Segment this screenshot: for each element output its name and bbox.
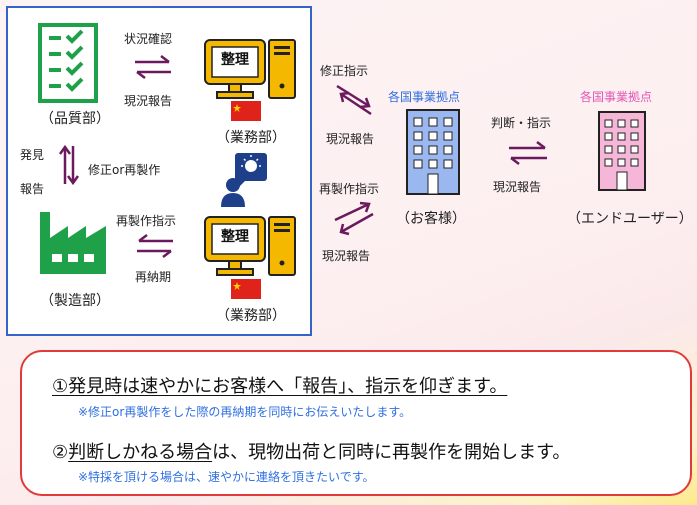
- office-building-icon: [598, 111, 646, 191]
- factory-icon: [40, 212, 106, 274]
- checklist-icon: [38, 23, 98, 103]
- office-building-icon: [406, 109, 460, 195]
- discovery-label: 発見: [20, 148, 45, 162]
- notice-line-2: ②判断しかねる場合は、現物出荷と同時に再製作を開始します。: [52, 438, 570, 464]
- notice-note-2: ※特採を頂ける場合は、速やかに連絡を頂きたいです。: [78, 470, 375, 484]
- judgement-label: 判断・指示: [491, 116, 552, 130]
- monitor-icon: [204, 216, 296, 276]
- quality-dept-label: （品質部）: [40, 111, 110, 127]
- screen-text-top: 整理: [221, 52, 249, 68]
- exchange-arrows-icon: [135, 55, 171, 79]
- remake-instruction-label: 再製作指示: [116, 214, 177, 228]
- fix-instruction-label: 修正指示: [320, 64, 369, 78]
- report-label: 報告: [20, 182, 45, 196]
- exchange-arrows-icon: [59, 144, 79, 186]
- exchange-arrows-icon: [137, 234, 173, 258]
- fix-or-remake-label: 修正or再製作: [88, 163, 161, 177]
- end-user-label: （エンドユーザー）: [567, 211, 693, 227]
- notice-line-1: ①発見時は速やかにお客様へ「報告」、指示を仰ぎます。: [52, 376, 508, 397]
- monitor-icon: [204, 39, 296, 99]
- branch-label-pink: 各国事業拠点: [580, 90, 653, 104]
- business-dept-top-label: （業務部）: [216, 130, 286, 146]
- person-idea-icon: [221, 153, 267, 207]
- exchange-arrows-icon: [509, 141, 547, 165]
- status-report-label-2: 現況報告: [326, 132, 375, 146]
- notice-box: [20, 350, 692, 496]
- status-report-label: 現況報告: [124, 94, 173, 108]
- factory-label: （製造部）: [40, 293, 110, 309]
- status-report-label-4: 現況報告: [493, 180, 542, 194]
- exchange-arrows-icon: [336, 84, 372, 116]
- exchange-arrows-icon: [334, 201, 374, 236]
- notice-line-2-rest: は、現物出荷と同時に再製作を開始します。: [212, 442, 571, 463]
- china-flag-icon: [231, 279, 261, 299]
- china-flag-icon: [231, 101, 261, 121]
- remake-instruction-label-2: 再製作指示: [319, 182, 380, 196]
- notice-line-2-emphasis: 判断しかねる場合: [68, 442, 213, 463]
- redelivery-label: 再納期: [135, 270, 172, 284]
- status-check-label: 状況確認: [124, 32, 173, 46]
- branch-label-blue: 各国事業拠点: [388, 90, 461, 104]
- notice-line-2-prefix: ②: [52, 442, 69, 463]
- status-report-label-3: 現況報告: [322, 249, 371, 263]
- notice-note-1: ※修正or再製作をした際の再納期を同時にお伝えいたします。: [78, 405, 412, 419]
- customer-label: （お客様）: [396, 211, 466, 227]
- business-dept-bottom-label: （業務部）: [216, 308, 286, 324]
- screen-text-bottom: 整理: [221, 229, 249, 245]
